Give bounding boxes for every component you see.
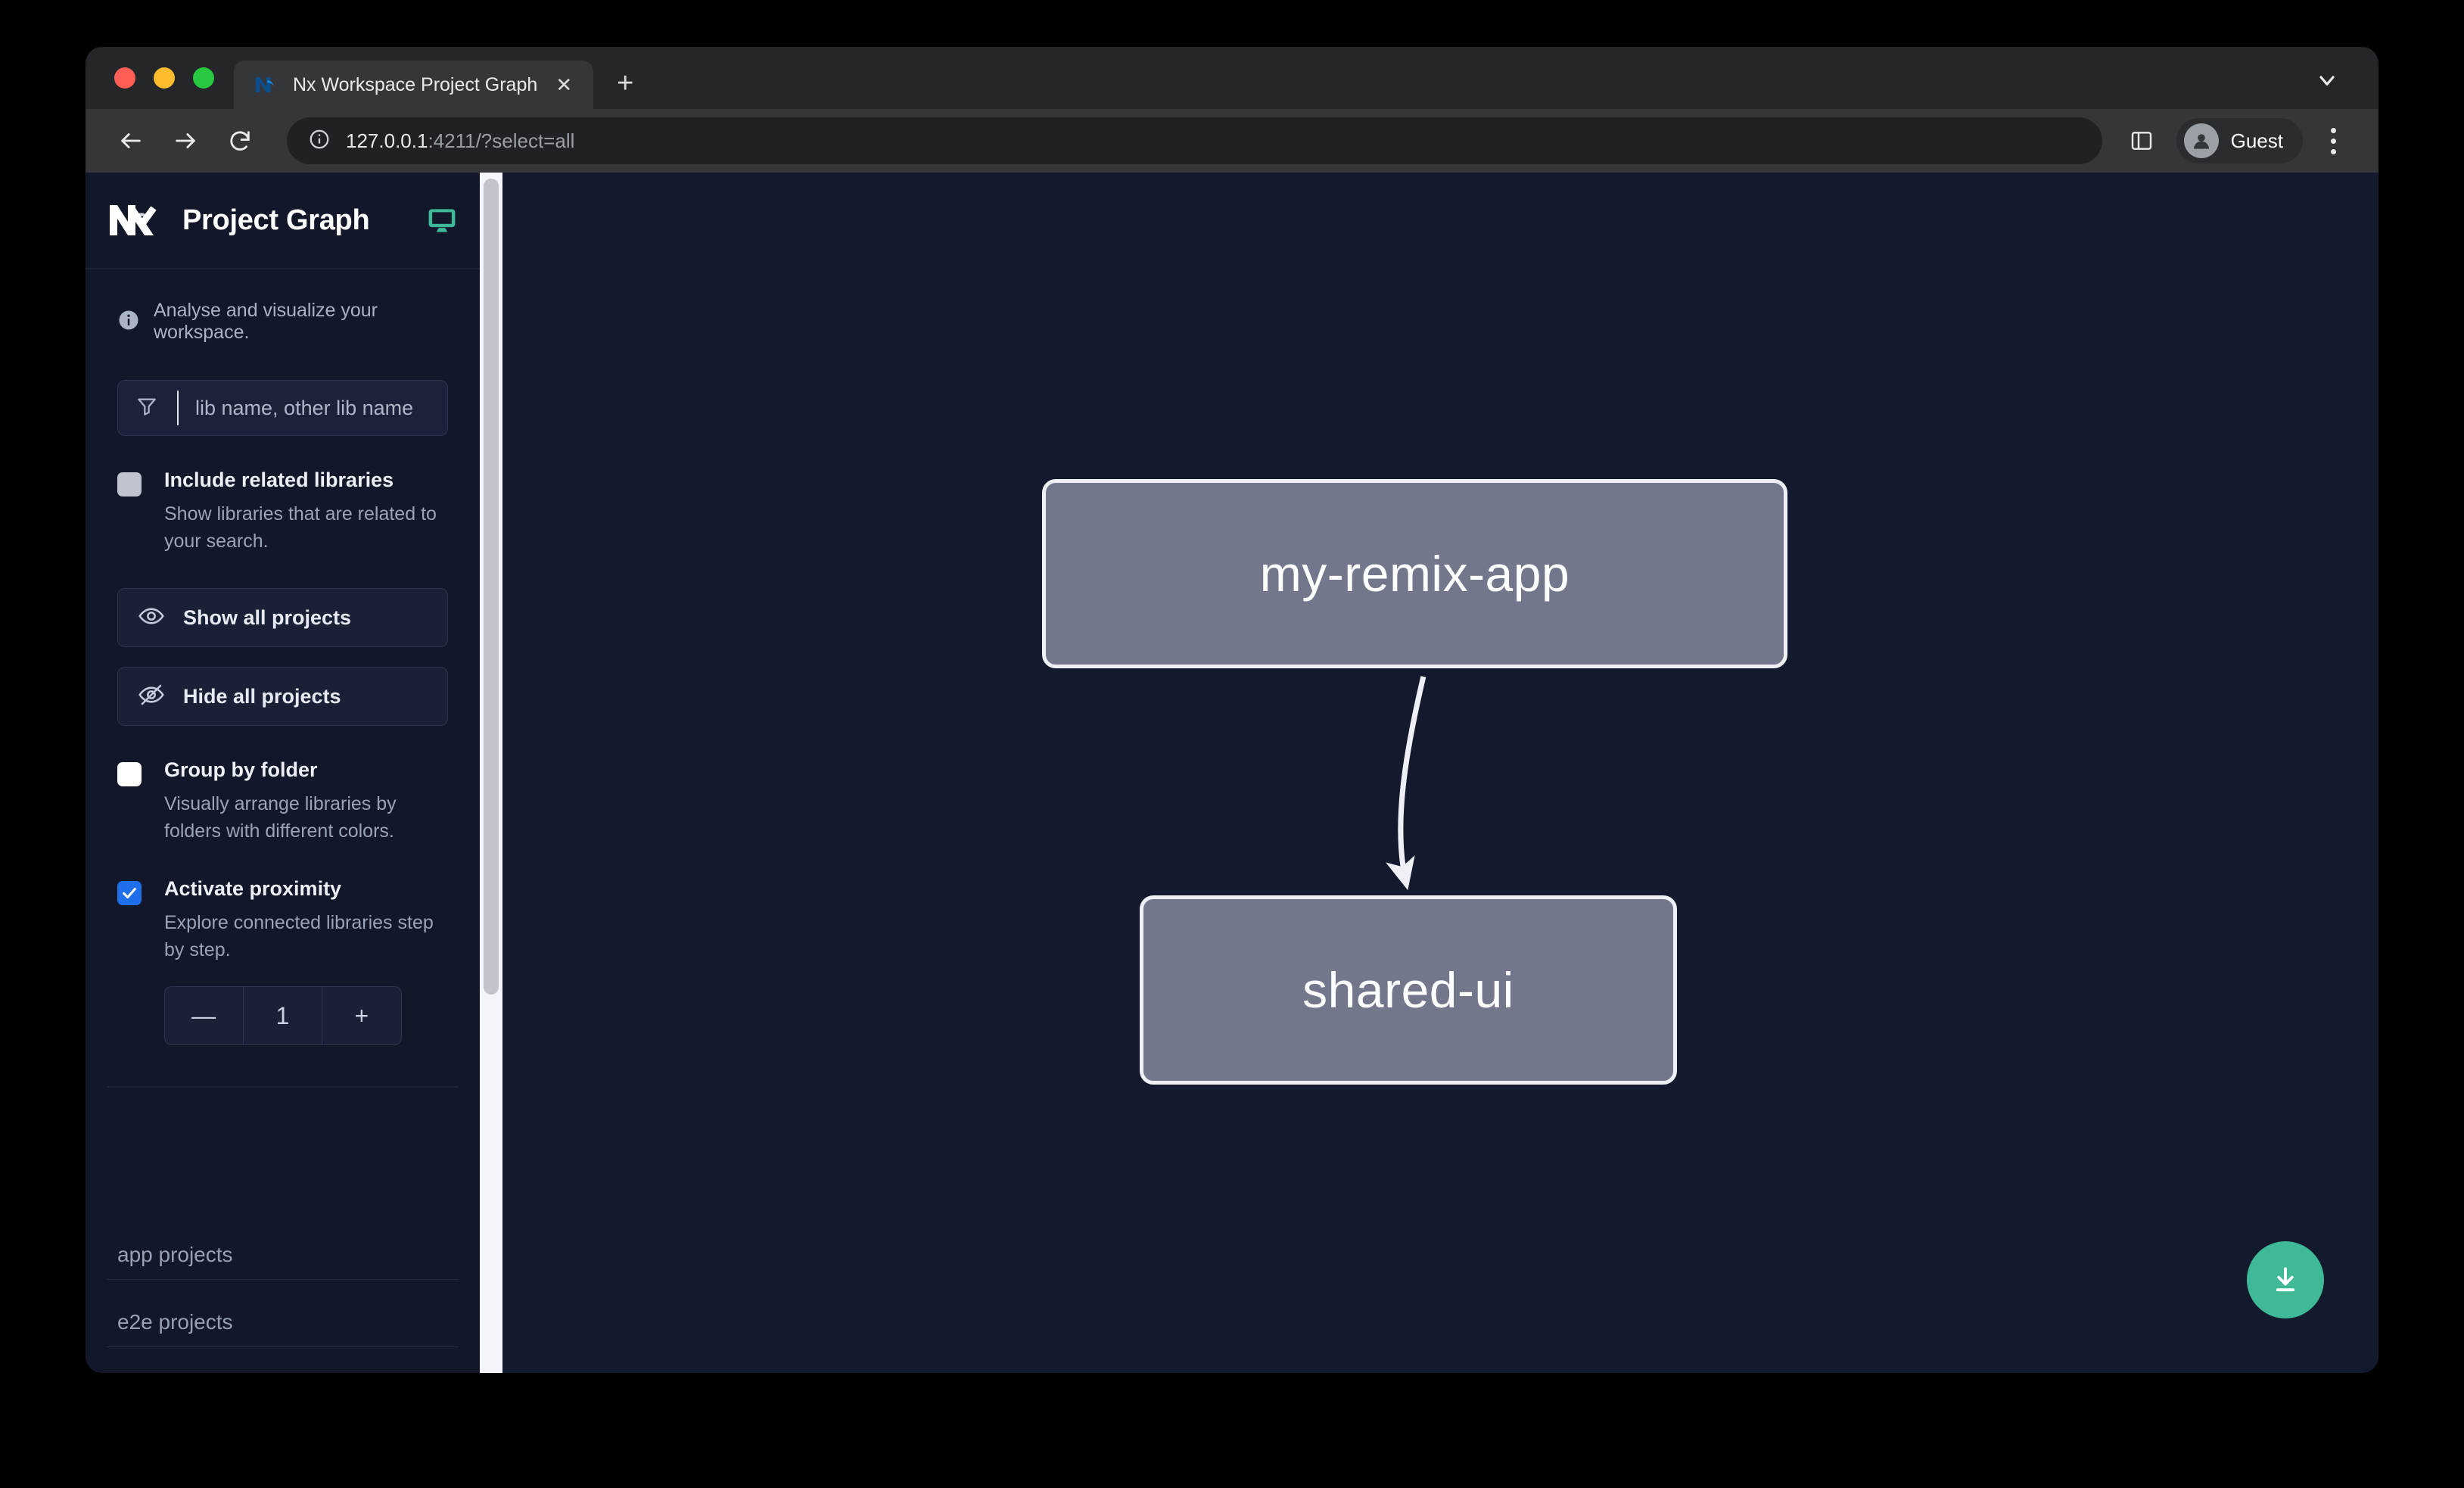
forward-arrow-icon[interactable] [161,117,210,165]
profile-label: Guest [2230,129,2283,152]
nx-logo-icon [107,199,161,241]
nx-favicon [254,72,279,98]
option-label: Group by folder [164,758,318,781]
sidebar-header: Project Graph [86,173,480,269]
page-content: Project Graph [86,173,2378,1373]
graph-edges [1386,676,1426,891]
url-host: 127.0.0.1 [346,129,428,152]
minimize-window-button[interactable] [154,67,175,89]
tab-strip: Nx Workspace Project Graph ✕ + [86,47,2378,109]
download-button[interactable] [2247,1241,2324,1318]
decrement-button[interactable]: — [191,1001,216,1029]
person-avatar-icon [2183,123,2219,158]
increment-button[interactable]: + [322,987,400,1044]
visibility-buttons: Show all projects Hide all projects [117,588,448,726]
option-description: Visually arrange libraries by folders wi… [164,793,397,842]
group-e2e-projects[interactable]: e2e projects [107,1280,459,1347]
scrollbar-thumb[interactable] [484,179,499,995]
option-label: Include related libraries [164,469,394,491]
search-placeholder: lib name, other lib name [195,396,414,419]
reload-icon[interactable] [216,117,264,165]
profile-button[interactable]: Guest [2176,118,2303,163]
option-include-related-libraries[interactable]: Include related libraries Show libraries… [117,468,448,555]
url-text: 127.0.0.1:4211/?select=all [346,129,574,153]
sidebar: Project Graph [86,173,480,1373]
browser-window: Nx Workspace Project Graph ✕ + [86,47,2378,1373]
option-description: Show libraries that are related to your … [164,503,437,552]
graph-node[interactable]: shared-ui [1140,895,1677,1085]
close-icon[interactable]: ✕ [555,73,573,96]
side-panel-icon[interactable] [2120,120,2163,162]
group-label: e2e projects [117,1310,233,1334]
node-label: my-remix-app [1259,546,1570,602]
address-bar[interactable]: 127.0.0.1:4211/?select=all [287,117,2102,164]
option-activate-proximity[interactable]: Activate proximity Explore connected lib… [117,876,448,963]
stepper-value[interactable]: 1 [242,987,322,1044]
browser-toolbar: 127.0.0.1:4211/?select=all Guest [86,109,2378,173]
node-label: shared-ui [1302,962,1514,1018]
filter-funnel-icon [135,394,159,422]
sidebar-scroll-area: Analyse and visualize your workspace. li… [86,269,480,1213]
include-related-libraries-checkbox[interactable] [117,472,142,497]
eye-icon [138,602,165,633]
button-label: Hide all projects [183,684,341,708]
chevron-down-icon[interactable] [2309,62,2345,98]
window-controls [86,47,234,109]
text-cursor [177,391,179,425]
proximity-stepper: — 1 + [163,986,402,1045]
option-group-by-folder[interactable]: Group by folder Visually arrange librari… [117,758,448,845]
activate-proximity-checkbox[interactable] [117,881,142,905]
show-all-projects-button[interactable]: Show all projects [117,588,448,647]
hide-all-projects-button[interactable]: Hide all projects [117,667,448,726]
browser-tab[interactable]: Nx Workspace Project Graph ✕ [234,61,594,109]
group-app-projects[interactable]: app projects [107,1213,459,1280]
info-banner: Analyse and visualize your workspace. [107,269,459,344]
group-by-folder-checkbox[interactable] [117,762,142,786]
url-path: :4211/?select=all [428,129,575,152]
close-window-button[interactable] [114,67,135,89]
graph-node[interactable]: my-remix-app [1042,479,1787,668]
graph-canvas[interactable]: my-remix-app shared-ui [480,173,2378,1373]
button-label: Show all projects [183,605,352,629]
sidebar-scrollbar[interactable] [480,173,502,1373]
page-title: Project Graph [182,204,370,236]
back-arrow-icon[interactable] [107,117,155,165]
maximize-window-button[interactable] [193,67,214,89]
info-circle-icon[interactable] [308,128,331,154]
option-description: Explore connected libraries step by step… [164,912,434,960]
info-text: Analyse and visualize your workspace. [154,300,378,343]
new-tab-button[interactable]: + [617,67,634,99]
option-label: Activate proximity [164,877,342,900]
search-input[interactable]: lib name, other lib name [117,380,448,436]
eye-slash-icon [138,681,165,712]
group-label: app projects [117,1243,233,1266]
info-circle-icon [117,309,140,335]
edge-my-remix-app-to-shared-ui [1386,676,1426,891]
sidebar-divider [107,1086,459,1088]
sidebar-bottom-spacer [86,1347,480,1373]
three-dot-menu-icon[interactable] [2313,120,2353,162]
tab-title: Nx Workspace Project Graph [293,73,538,95]
monitor-icon[interactable] [425,204,459,237]
